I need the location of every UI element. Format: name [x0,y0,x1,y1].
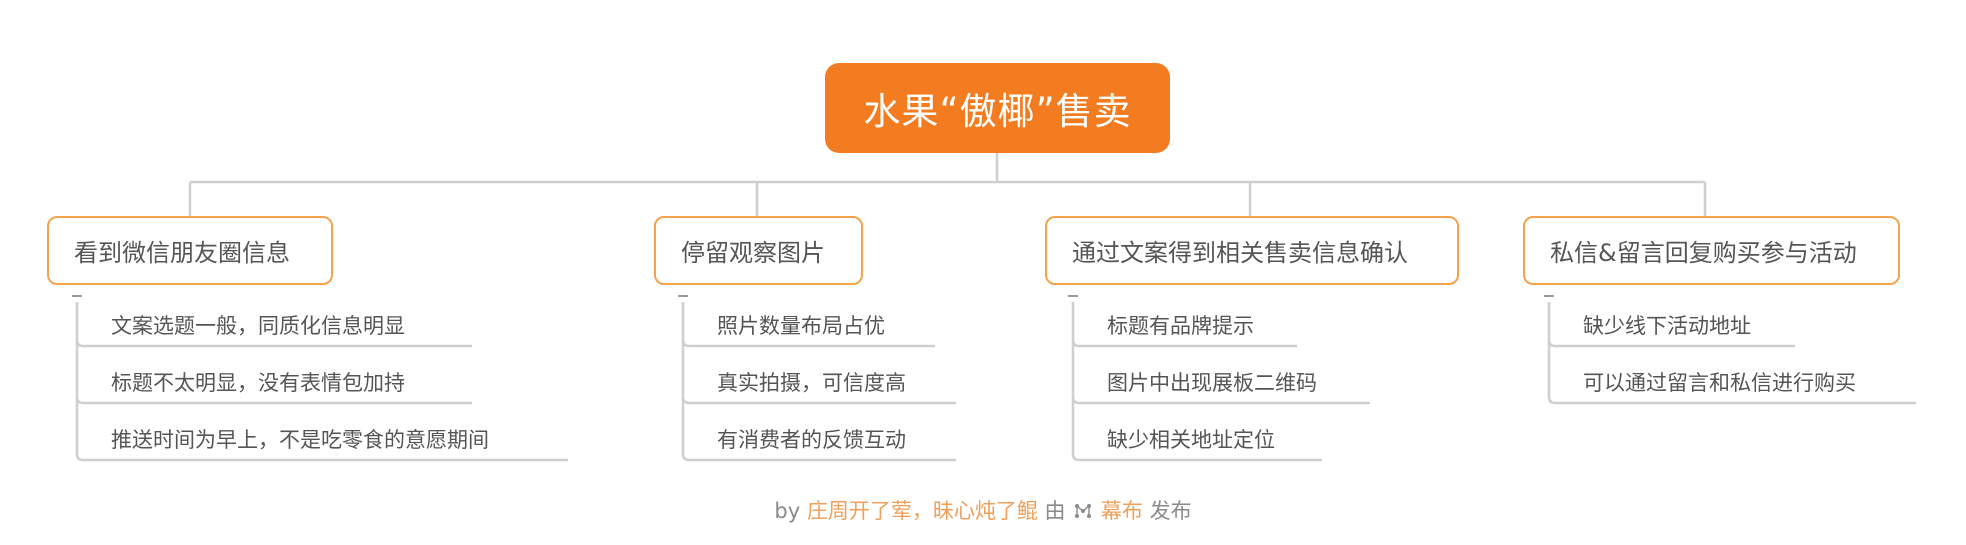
footer-publish: 发布 [1149,499,1192,523]
leaf-item[interactable]: 标题不太明显，没有表情包加持 [111,371,405,395]
author-link[interactable]: 庄周开了荤，昧心炖了鲲 [806,499,1038,523]
leaf-item[interactable]: 缺少相关地址定位 [1107,428,1275,452]
leaf-item[interactable]: 真实拍摄，可信度高 [717,371,906,395]
branch-label: 私信&留言回复购买参与活动 [1550,239,1857,267]
footer-by: by [774,499,801,523]
branch-label: 通过文案得到相关售卖信息确认 [1072,239,1408,267]
branch-node-2[interactable]: 停留观察图片 [654,216,863,285]
leaf-item[interactable]: 照片数量布局占优 [717,314,885,338]
collapse-toggle-icon[interactable] [678,295,688,297]
leaf-item[interactable]: 缺少线下活动地址 [1583,314,1751,338]
root-node[interactable]: 水果“傲椰”售卖 [825,63,1170,153]
collapse-toggle-icon[interactable] [1068,295,1078,297]
leaf-item[interactable]: 文案选题一般，同质化信息明显 [111,314,405,338]
brand-link[interactable]: 幕布 [1100,499,1143,523]
branch-label: 看到微信朋友圈信息 [74,239,290,267]
collapse-toggle-icon[interactable] [1544,295,1554,297]
root-title: 水果“傲椰”售卖 [863,90,1132,133]
attribution-footer: by 庄周开了荤，昧心炖了鲲 由 幕布 发布 [0,497,1966,525]
leaf-item[interactable]: 可以通过留言和私信进行购买 [1583,371,1856,395]
leaf-item[interactable]: 有消费者的反馈互动 [717,428,906,452]
branch-node-3[interactable]: 通过文案得到相关售卖信息确认 [1045,216,1459,285]
leaf-item[interactable]: 推送时间为早上，不是吃零食的意愿期间 [111,428,489,452]
branch-node-4[interactable]: 私信&留言回复购买参与活动 [1523,216,1900,285]
mubu-logo-icon [1075,504,1092,518]
branch-label: 停留观察图片 [681,239,825,267]
leaf-item[interactable]: 标题有品牌提示 [1107,314,1254,338]
footer-via: 由 [1044,499,1066,523]
leaf-item[interactable]: 图片中出现展板二维码 [1107,371,1317,395]
collapse-toggle-icon[interactable] [72,295,82,297]
branch-node-1[interactable]: 看到微信朋友圈信息 [47,216,333,285]
